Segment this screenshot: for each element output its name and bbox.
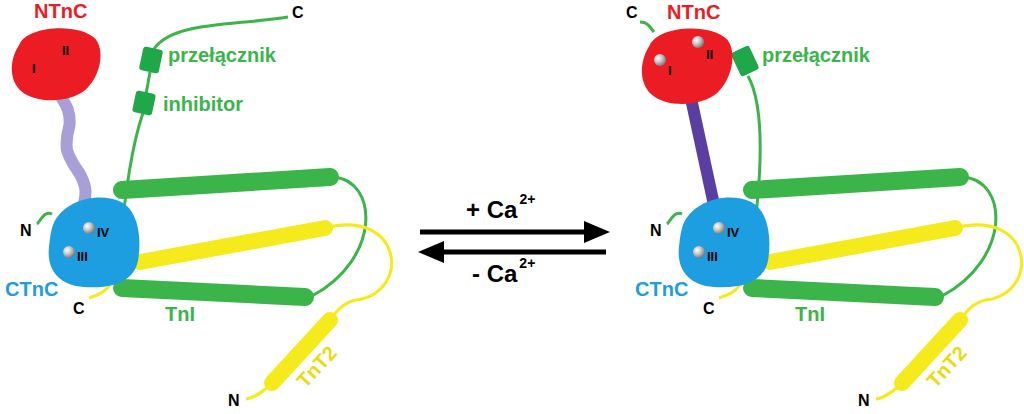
- calcium-ion: [713, 222, 725, 234]
- terminus-label: C: [703, 300, 715, 318]
- terminus-label: N: [858, 392, 870, 410]
- segment-label: przełącznik: [168, 44, 276, 67]
- linker-helix: [691, 100, 713, 204]
- domain-heading: NTnC: [34, 0, 87, 23]
- domain-outline: [12, 28, 101, 100]
- site-number: II: [62, 44, 69, 59]
- switch-segment: [730, 45, 759, 77]
- domain-shape: [45, 192, 142, 289]
- site-number: IV: [97, 226, 109, 241]
- domain-heading: NTnC: [667, 1, 720, 24]
- domain-shape: [675, 192, 772, 289]
- terminus-label: C: [292, 4, 304, 22]
- site-number: I: [668, 64, 672, 79]
- domain-outline: [642, 28, 733, 104]
- site-number: II: [706, 48, 713, 63]
- subunit-label: TnI: [795, 303, 825, 326]
- site-number: III: [707, 250, 718, 265]
- domain-shape: [8, 24, 103, 106]
- segment-label: przełącznik: [762, 44, 870, 67]
- arrow-head: [418, 241, 444, 263]
- terminus-label: N: [228, 392, 240, 410]
- equilibrium-arrow: [440, 250, 606, 255]
- c-lobe: CTnCIVIII: [675, 192, 772, 289]
- complex-body: [37, 177, 392, 399]
- calcium-ion: [692, 36, 704, 48]
- site-number: III: [77, 250, 88, 265]
- calcium-ion: [63, 246, 75, 258]
- tni-tail: [146, 72, 150, 94]
- charge-superscript: 2+: [519, 191, 535, 207]
- equilibrium-arrow: [420, 230, 588, 235]
- terminus-label: C: [626, 4, 638, 22]
- switch-segment: [139, 46, 164, 74]
- segment-label: inhibitor: [163, 93, 243, 116]
- domain-outline: [679, 198, 770, 288]
- complex-body: [667, 177, 1022, 399]
- ion-label: + Ca: [466, 196, 517, 224]
- ion-label: - Ca: [472, 260, 517, 288]
- domain-heading: CTnC: [5, 278, 58, 301]
- arrow-head: [584, 221, 610, 243]
- terminus-label: N: [20, 222, 32, 240]
- tni-tail: [640, 22, 654, 32]
- site-number: I: [32, 62, 36, 77]
- n-lobe: NTnCIII: [638, 24, 735, 110]
- domain-outline: [49, 198, 140, 288]
- linker-helix: [60, 96, 85, 204]
- domain-heading: CTnC: [635, 278, 688, 301]
- subunit-label: TnI: [165, 303, 195, 326]
- terminus-label: N: [650, 222, 662, 240]
- charge-superscript: 2+: [519, 255, 535, 271]
- calcium-ion: [83, 222, 95, 234]
- c-lobe: CTnCIVIII: [45, 192, 142, 289]
- n-lobe: NTnCIII: [8, 24, 103, 106]
- domain-shape: [638, 24, 735, 110]
- inhibitor-segment: [132, 90, 156, 116]
- site-number: IV: [727, 226, 739, 241]
- calcium-ion: [693, 246, 705, 258]
- calcium-ion: [654, 54, 666, 66]
- terminus-label: C: [73, 300, 85, 318]
